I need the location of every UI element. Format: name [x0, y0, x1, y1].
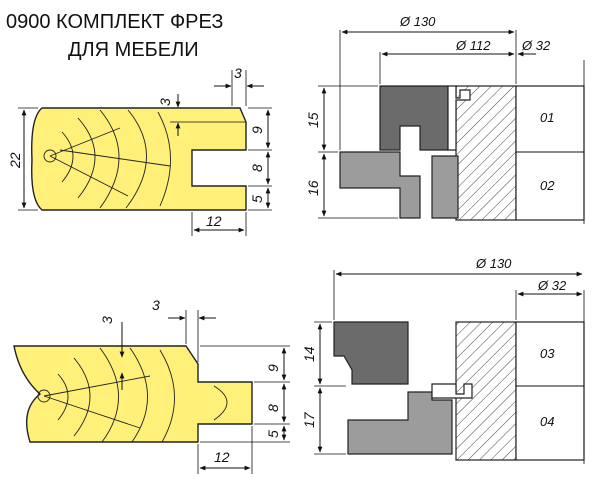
profile-top: 22 3 3 9 8 5 12: [7, 65, 272, 236]
dim-22: 22: [7, 152, 23, 169]
wood-profile-bottom: [13, 345, 253, 443]
cutter-bottom: 03 04 Ø 130 Ø 32 14 17: [301, 256, 585, 464]
part-label-02: 02: [540, 178, 555, 193]
cutter-part-02-left: [339, 151, 421, 219]
dim-12-bottom: 12: [214, 449, 230, 465]
cutter-top: 01 02 Ø 130 Ø 112 Ø 32 15 16: [305, 14, 585, 224]
dim-3-bottom-chamfer: 3: [152, 297, 160, 313]
height-16: 16: [305, 180, 321, 196]
wood-grain-top: [43, 109, 171, 209]
dim-12-top: 12: [206, 213, 222, 229]
dim-8-bottom: 8: [265, 404, 281, 412]
dim-3-chamfer: 3: [157, 98, 173, 106]
cutter-part-03: [333, 321, 409, 385]
title-line-2: ДЛЯ МЕБЕЛИ: [68, 39, 199, 61]
height-14: 14: [301, 346, 317, 362]
cutter-part-01: [379, 85, 449, 151]
dim-8-top: 8: [249, 164, 265, 172]
dim-5-top: 5: [249, 195, 265, 203]
part-label-03: 03: [540, 346, 555, 361]
dim-5-bottom: 5: [265, 430, 281, 438]
clip-top: [447, 85, 471, 151]
diam-112-top: Ø 112: [455, 38, 491, 53]
cutter-part-04: [347, 391, 453, 455]
hatched-body-top: [455, 85, 517, 221]
profile-bottom: 3 3 9 8 5 12: [13, 297, 290, 474]
diam-130-bottom: Ø 130: [475, 256, 512, 271]
dim-3-bottom-left: 3: [99, 316, 115, 324]
part-label-04: 04: [540, 414, 554, 429]
dim-9-top: 9: [249, 126, 265, 134]
clip-bottom: [431, 383, 473, 399]
dim-3-top: 3: [234, 65, 242, 81]
wood-profile-top: [31, 107, 247, 211]
part-label-01: 01: [540, 110, 554, 125]
diam-32-bottom: Ø 32: [537, 278, 567, 293]
height-15: 15: [305, 112, 321, 128]
dim-9-bottom: 9: [265, 364, 281, 372]
hub-bottom: [515, 321, 585, 461]
hub-top: [515, 85, 585, 221]
wood-grain-bottom: [37, 347, 228, 443]
diam-32-top: Ø 32: [521, 38, 551, 53]
diam-130-top: Ø 130: [399, 14, 436, 29]
title-line-1: 0900 КОМПЛЕКТ ФРЕЗ: [6, 11, 223, 33]
cutter-part-02-right: [431, 155, 459, 219]
height-17: 17: [301, 411, 317, 428]
